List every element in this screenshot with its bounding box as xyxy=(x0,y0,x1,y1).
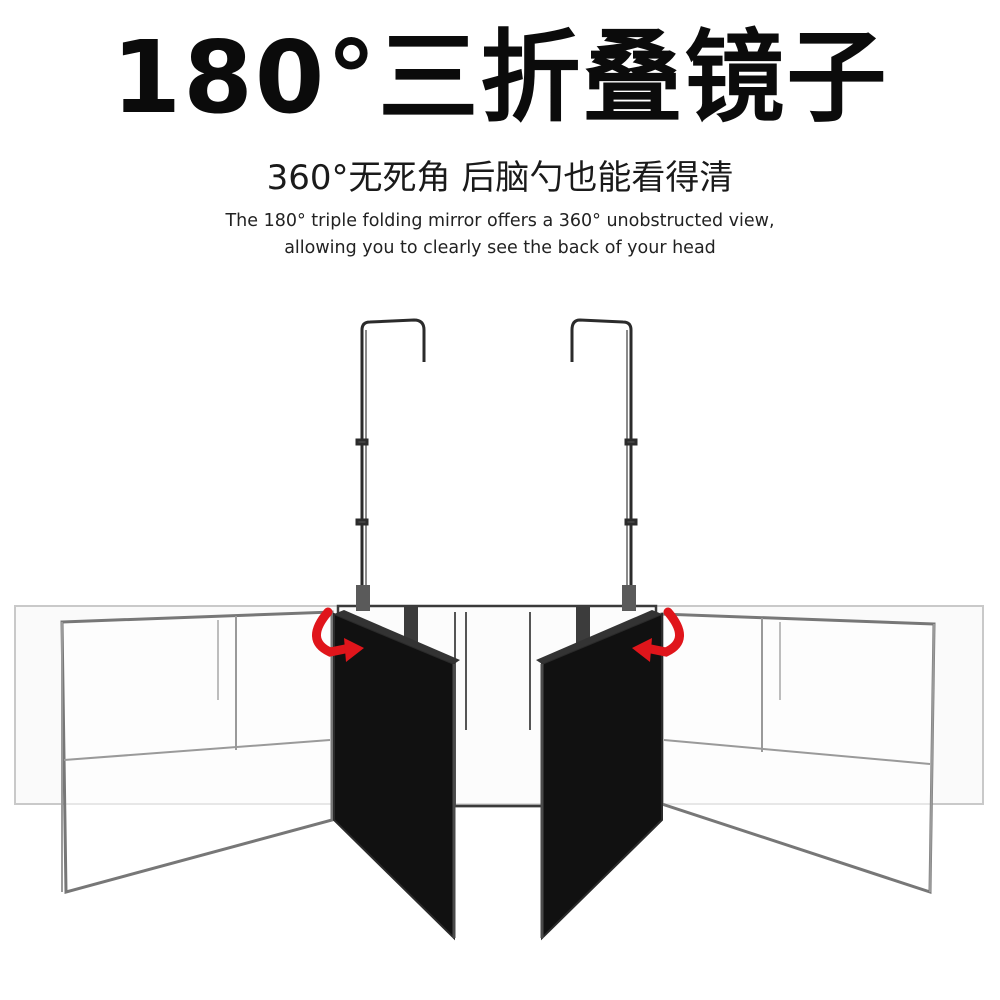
left-curved-arrow-icon xyxy=(312,607,364,662)
right-ghost-wing xyxy=(660,612,936,895)
headline: 180°三折叠镜子 xyxy=(111,19,889,136)
subheadline: 360°无死角 后脑勺也能看得清 xyxy=(266,158,734,198)
right-hanging-hook xyxy=(570,318,638,611)
left-hanging-hook xyxy=(355,318,426,611)
left-black-panel xyxy=(333,610,460,941)
caption-line-2: allowing you to clearly see the back of … xyxy=(284,238,716,258)
caption-line-1: The 180° triple folding mirror offers a … xyxy=(225,211,775,231)
right-curved-arrow-icon xyxy=(632,607,684,662)
left-ghost-wing xyxy=(60,610,334,894)
panel-clips xyxy=(404,606,590,646)
caption: The 180° triple folding mirror offers a … xyxy=(0,208,1000,262)
right-black-panel xyxy=(536,610,663,941)
